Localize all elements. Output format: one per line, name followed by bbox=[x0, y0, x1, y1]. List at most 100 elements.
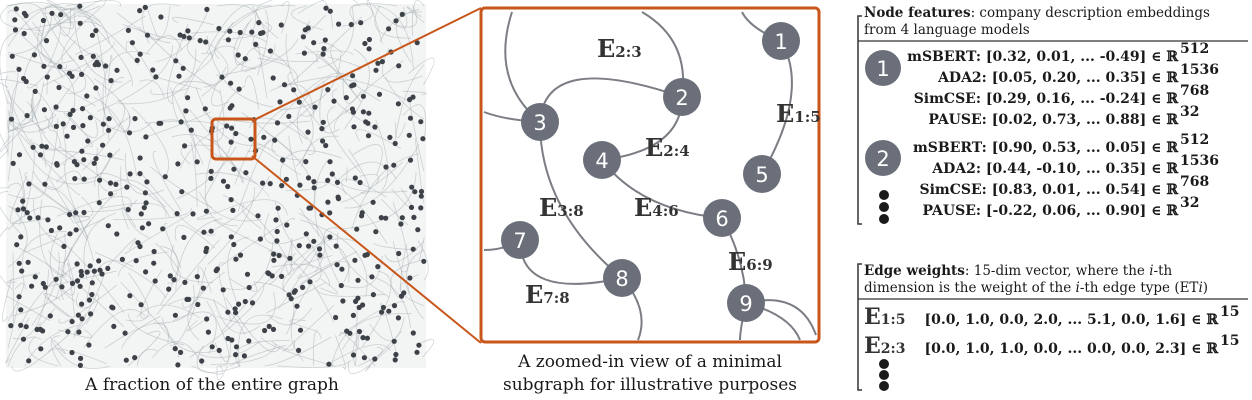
graph-edge bbox=[60, 8, 72, 37]
graph-node bbox=[194, 159, 200, 165]
graph-node bbox=[97, 267, 103, 273]
graph-node bbox=[143, 200, 149, 206]
graph-node bbox=[125, 27, 131, 33]
graph-edge bbox=[120, 166, 150, 239]
graph-node bbox=[281, 82, 288, 88]
graph-node bbox=[320, 138, 326, 144]
graph-node bbox=[16, 66, 22, 72]
feature-dim: 1536 bbox=[1180, 62, 1219, 78]
graph-node bbox=[286, 292, 292, 298]
graph-node bbox=[127, 293, 133, 299]
graph-node bbox=[386, 308, 392, 314]
graph-node bbox=[69, 318, 75, 325]
graph-node bbox=[233, 352, 239, 358]
graph-node bbox=[106, 116, 112, 122]
graph-edge bbox=[147, 34, 221, 94]
graph-node bbox=[235, 52, 241, 58]
svg-text:9: 9 bbox=[739, 292, 752, 316]
feature-node-badge-1 bbox=[865, 50, 901, 86]
edge-weights-title-line2: dimension is the weight of the i-th edge… bbox=[864, 280, 1208, 296]
graph-node bbox=[153, 74, 159, 80]
graph-edge bbox=[75, 292, 91, 309]
graph-edge bbox=[313, 331, 322, 367]
graph-node bbox=[200, 285, 206, 291]
graph-edge bbox=[338, 255, 383, 289]
graph-edge bbox=[53, 5, 74, 29]
graph-node bbox=[129, 40, 135, 46]
graph-edge bbox=[85, 260, 134, 304]
graph-edge bbox=[45, 5, 101, 34]
graph-node bbox=[305, 175, 312, 181]
graph-node bbox=[348, 21, 354, 28]
graph-edge bbox=[305, 234, 322, 282]
graph-node bbox=[300, 284, 306, 290]
graph-node bbox=[322, 37, 328, 43]
graph-node bbox=[396, 63, 402, 69]
graph-node bbox=[279, 273, 285, 279]
feature-dim: 768 bbox=[1180, 83, 1209, 99]
graph-node bbox=[360, 302, 366, 308]
graph-edge bbox=[299, 81, 325, 117]
graph-edge bbox=[324, 344, 391, 367]
zoom-connector-bottom bbox=[251, 155, 482, 344]
graph-node bbox=[143, 134, 149, 140]
graph-node bbox=[84, 269, 90, 275]
graph-edge bbox=[351, 153, 419, 230]
graph-node bbox=[12, 27, 19, 33]
graph-node bbox=[236, 86, 242, 92]
graph-node bbox=[78, 54, 84, 61]
graph-node bbox=[100, 121, 106, 127]
graph-node bbox=[56, 84, 62, 91]
graph-node bbox=[190, 211, 196, 217]
graph-edge bbox=[84, 109, 151, 133]
graph-edge bbox=[345, 167, 348, 182]
graph-node bbox=[188, 127, 194, 133]
graph-edge bbox=[68, 214, 90, 224]
graph-node bbox=[232, 306, 238, 312]
graph-node bbox=[228, 80, 234, 86]
graph-edge bbox=[0, 71, 16, 152]
graph-node bbox=[72, 176, 78, 182]
graph-node bbox=[113, 181, 119, 187]
graph-node bbox=[181, 234, 187, 240]
graph-node bbox=[391, 303, 398, 309]
graph-node bbox=[296, 243, 302, 249]
graph-edge bbox=[339, 331, 376, 367]
graph-node bbox=[176, 73, 182, 79]
graph-edge bbox=[191, 31, 268, 43]
edge-weight-vector: [0.0, 1.0, 1.0, 0.0, ... 0.0, 0.0, 2.3] … bbox=[925, 341, 1220, 357]
graph-edge bbox=[11, 272, 83, 317]
graph-edge bbox=[30, 182, 80, 222]
graph-edge bbox=[297, 0, 360, 15]
ellipsis-dot bbox=[879, 202, 889, 212]
graph-edge bbox=[374, 5, 411, 39]
ellipsis-dot bbox=[879, 214, 889, 224]
graph-node bbox=[77, 283, 83, 289]
graph-node bbox=[78, 268, 84, 275]
graph-node bbox=[60, 121, 66, 127]
graph-edge bbox=[281, 0, 290, 34]
graph-node bbox=[261, 134, 267, 140]
svg-text:1: 1 bbox=[876, 57, 889, 81]
edge-weight-vector: [0.0, 1.0, 0.0, 2.0, ... 5.1, 0.0, 1.6] … bbox=[925, 312, 1220, 328]
graph-edge bbox=[7, 207, 28, 268]
graph-node bbox=[325, 87, 331, 93]
graph-node bbox=[79, 148, 85, 154]
graph-edge bbox=[219, 154, 269, 198]
graph-node bbox=[344, 328, 350, 334]
graph-node bbox=[208, 175, 214, 181]
graph-edge bbox=[39, 52, 76, 130]
graph-edge bbox=[244, 75, 260, 110]
graph-edge bbox=[141, 111, 212, 139]
graph-node bbox=[142, 4, 148, 10]
graph-edge bbox=[85, 294, 100, 325]
graph-node bbox=[197, 38, 203, 44]
graph-node bbox=[229, 125, 235, 131]
graph-node bbox=[105, 223, 111, 229]
graph-node bbox=[366, 36, 372, 43]
graph-edge bbox=[60, 192, 118, 269]
graph-node bbox=[260, 180, 266, 186]
graph-node bbox=[225, 335, 231, 342]
graph-edge bbox=[125, 153, 164, 195]
graph-node bbox=[418, 119, 424, 125]
